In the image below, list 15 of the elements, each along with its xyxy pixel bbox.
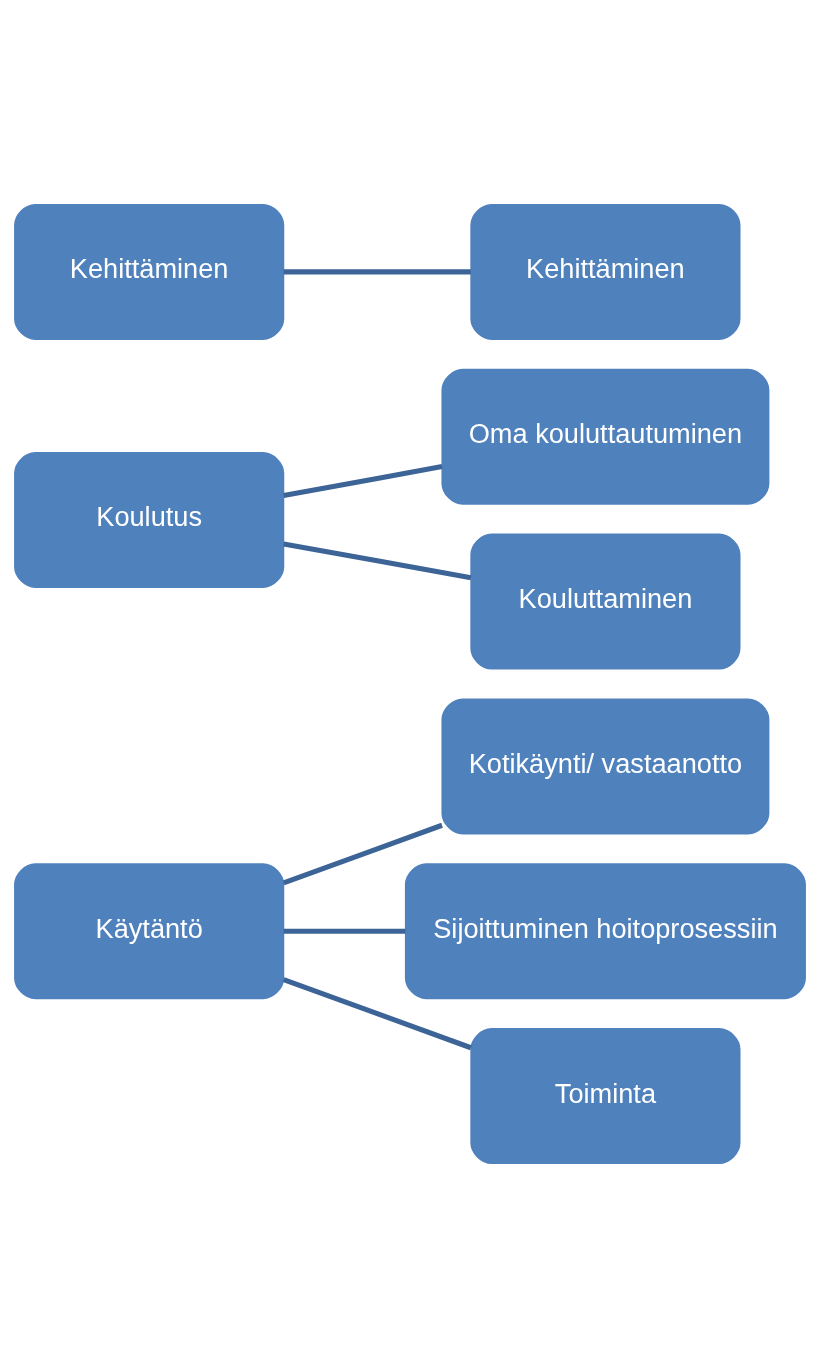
node-box: Kehittäminen bbox=[470, 203, 741, 340]
node-box: Toiminta bbox=[470, 1027, 741, 1164]
node-box: Kehittäminen bbox=[14, 203, 285, 340]
connector bbox=[283, 268, 471, 274]
connector bbox=[283, 928, 406, 934]
node-box: Sijoittuminen hoitoprosessiin bbox=[404, 862, 806, 999]
node-box: Kotikäynti/ vastaanotto bbox=[441, 697, 770, 834]
node-box: Oma kouluttautuminen bbox=[441, 368, 770, 505]
node-box: Käytäntö bbox=[14, 862, 285, 999]
node-box: Koulutus bbox=[14, 451, 285, 588]
connector bbox=[282, 822, 443, 885]
connector bbox=[283, 463, 443, 498]
connector bbox=[283, 540, 472, 580]
node-box: Kouluttaminen bbox=[470, 533, 741, 670]
connector bbox=[282, 976, 472, 1050]
